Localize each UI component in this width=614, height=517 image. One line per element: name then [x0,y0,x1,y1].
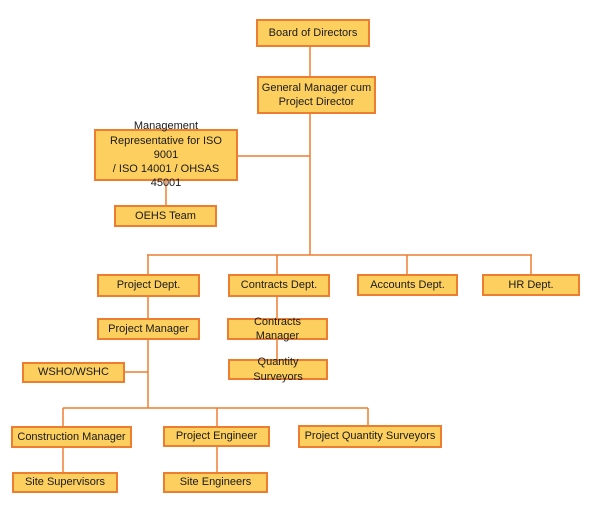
node-project-manager: Project Manager [97,318,200,340]
node-management-representative: Management Representative for ISO 9001 /… [94,120,238,189]
node-construction-manager: Construction Manager [11,426,132,448]
node-project-engineer: Project Engineer [163,426,270,447]
node-site-engineers: Site Engineers [163,472,268,493]
node-project-quantity-surveyors: Project Quantity Surveyors [298,425,442,448]
node-site-supervisors: Site Supervisors [12,472,118,493]
node-oehs-team: OEHS Team [114,205,217,227]
node-quantity-surveyors: Quantity Surveyors [228,356,328,383]
node-accounts-dept: Accounts Dept. [357,274,458,296]
node-general-manager: General Manager cum Project Director [257,76,376,114]
node-wsho-wshc: WSHO/WSHC [22,362,125,383]
node-board-of-directors: Board of Directors [256,19,370,47]
node-hr-dept: HR Dept. [482,274,580,296]
node-contracts-manager: Contracts Manager [227,316,328,342]
node-project-dept: Project Dept. [97,274,200,297]
node-contracts-dept: Contracts Dept. [228,274,330,297]
